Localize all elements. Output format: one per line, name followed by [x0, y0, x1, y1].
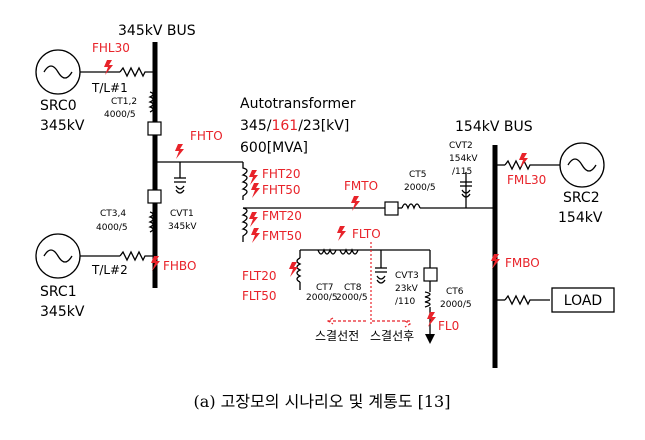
lv-feeder: [423, 250, 438, 344]
ct5-coil: [398, 203, 495, 210]
cvt1-symbol: [174, 162, 186, 194]
src2-voltage: 154kV: [558, 210, 603, 226]
source-src2: [495, 142, 605, 188]
ct7-name: CT7: [316, 283, 334, 293]
cvt3-symbol: [375, 250, 387, 284]
fault-flt20: FLT20: [242, 269, 277, 283]
src1-voltage: 345kV: [40, 304, 85, 320]
fault-flto: FLTO: [352, 227, 381, 241]
ct6-ratio: 2000/5: [440, 300, 472, 310]
fault-fmt50: FMT50: [262, 229, 302, 243]
fault-fl0: FL0: [438, 319, 459, 333]
ct5-ratio: 2000/5: [404, 183, 436, 193]
src2-name: SRC2: [563, 190, 600, 206]
fault-fml30: FML30: [507, 173, 546, 187]
cvt2-name: CVT2: [449, 141, 473, 151]
fault-fht50-icon: [251, 183, 260, 198]
line-tl1-label: T/L#1: [91, 81, 128, 95]
fault-flt50: FLT50: [242, 289, 277, 303]
cvt1-rating: 345kV: [168, 222, 197, 232]
bus-154kv-label: 154kV BUS: [455, 119, 533, 135]
fault-fhl30: FHL30: [92, 41, 130, 55]
transformer-rating: 600[MVA]: [240, 140, 308, 156]
figure-caption: (a) 고장모의 시나리오 및 계통도 [13]: [194, 392, 451, 411]
fault-fht20: FHT20: [262, 167, 301, 181]
ct12-coil: [148, 91, 154, 113]
transformer-lv-winding: [296, 249, 430, 290]
load-label: LOAD: [564, 293, 602, 309]
fault-fmt20-icon: [249, 212, 258, 227]
load-box: [551, 287, 615, 313]
transformer-ratio: 345/161/23[kV]: [240, 118, 349, 134]
ct8-name: CT8: [344, 283, 362, 293]
fault-fl0-icon: [427, 312, 436, 327]
breaker-345-top: [147, 121, 162, 136]
fault-fht50: FHT50: [262, 183, 301, 197]
line-tl2-label: T/L#2: [91, 263, 128, 277]
transformer-hv-winding: [241, 162, 248, 200]
fault-flto-icon: [337, 226, 346, 241]
ct34-coil: [148, 211, 154, 233]
cvt2-rating: 154kV: [449, 154, 478, 164]
fault-fmto-icon: [351, 196, 360, 211]
cvt2-symbol: [460, 172, 472, 208]
fault-fhl30-icon: [104, 60, 113, 75]
fault-fhbo: FHBO: [163, 259, 196, 273]
transformer-mv-winding: [241, 207, 248, 242]
breaker-345-bottom: [147, 189, 162, 204]
fault-fhto: FHTO: [190, 129, 223, 143]
source-src1: [35, 233, 155, 279]
cvt3-rating: 23kV: [395, 284, 419, 294]
fault-fhto-icon: [175, 144, 184, 159]
fault-fmt50-icon: [251, 228, 260, 243]
fault-fmto: FMTO: [344, 179, 378, 193]
cvt3-ratio: /110: [395, 297, 415, 307]
src0-name: SRC0: [40, 98, 77, 114]
delta-before-label: 스결선전: [315, 329, 359, 343]
fault-fht20-icon: [249, 170, 258, 185]
ct7-ratio: 2000/5: [306, 293, 338, 303]
breaker-mv: [384, 201, 399, 216]
ct7-coil: [317, 248, 337, 255]
ct8-coil: [339, 248, 359, 255]
source-src0: [35, 49, 155, 95]
ct12-name: CT1,2: [111, 97, 137, 107]
ct12-ratio: 4000/5: [104, 110, 136, 120]
load-feeder: [495, 294, 550, 306]
src0-voltage: 345kV: [40, 118, 85, 134]
fault-flt-icon: [289, 262, 298, 277]
delta-arrows: [326, 317, 412, 328]
fault-fmbo: FMBO: [505, 256, 540, 270]
ct34-name: CT3,4: [100, 209, 126, 219]
delta-after-label: 스결선후: [370, 329, 414, 343]
cvt2-ratio: /115: [452, 167, 472, 177]
cvt1-name: CVT1: [170, 209, 194, 219]
ct6-name: CT6: [446, 287, 464, 297]
ct34-ratio: 4000/5: [96, 223, 128, 233]
transformer-title: Autotransformer: [240, 96, 356, 112]
ct8-ratio: 2000/5: [336, 293, 368, 303]
src1-name: SRC1: [40, 284, 77, 300]
ct5-name: CT5: [409, 170, 427, 180]
bus-345kv-label: 345kV BUS: [118, 23, 196, 39]
fault-fmt20: FMT20: [262, 209, 302, 223]
cvt3-name: CVT3: [395, 271, 419, 281]
